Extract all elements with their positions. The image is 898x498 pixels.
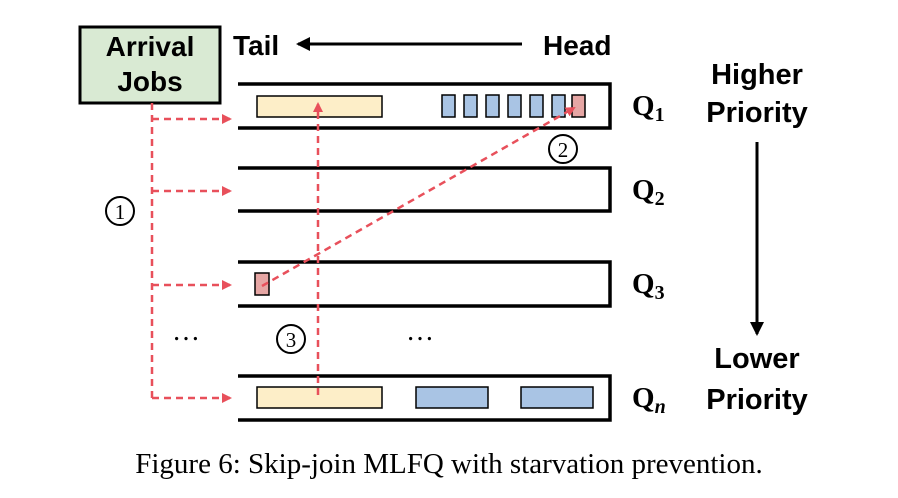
job-q1-blue-4 bbox=[507, 94, 522, 118]
job-qn-blue-1 bbox=[415, 386, 489, 409]
higher-priority-line2: Priority bbox=[706, 97, 808, 129]
queue-qn bbox=[238, 374, 612, 422]
arrival-jobs-box: Arrival Jobs bbox=[78, 25, 222, 105]
job-q1-yellow bbox=[256, 95, 383, 118]
head-label: Head bbox=[543, 30, 611, 61]
step-3-marker: 3 bbox=[276, 324, 306, 354]
job-qn-yellow bbox=[256, 386, 383, 409]
arrival-label-line2: Jobs bbox=[117, 66, 182, 97]
figure-caption: Figure 6: Skip-join MLFQ with starvation… bbox=[135, 448, 763, 480]
ellipsis-middle: … bbox=[406, 316, 434, 347]
step-3-label: 3 bbox=[286, 328, 297, 352]
ellipsis-left: … bbox=[172, 316, 200, 347]
lower-priority-line2: Priority bbox=[706, 384, 808, 416]
higher-priority-line1: Higher bbox=[711, 59, 803, 91]
job-qn-blue-2 bbox=[520, 386, 594, 409]
queue-q1 bbox=[238, 82, 612, 130]
job-q3-red bbox=[254, 272, 270, 296]
tail-label: Tail bbox=[233, 30, 279, 61]
mlfq-diagram: Arrival Jobs Tail Head Q1 Q2 Q3 Qn bbox=[78, 25, 808, 422]
queue-label-qn: Qn bbox=[632, 382, 666, 418]
queue-q3 bbox=[238, 260, 612, 308]
queue-label-q2: Q2 bbox=[632, 174, 665, 210]
queue-q2 bbox=[238, 166, 612, 213]
step-1-label: 1 bbox=[115, 200, 126, 224]
job-q1-red-head bbox=[571, 94, 586, 118]
queue-label-q3: Q3 bbox=[632, 268, 665, 304]
skip-join-arrow bbox=[261, 106, 576, 288]
job-q1-blue-1 bbox=[441, 94, 456, 118]
job-q1-blue-2 bbox=[463, 94, 478, 118]
arrival-label-line1: Arrival bbox=[106, 31, 195, 62]
job-q1-blue-6 bbox=[551, 94, 566, 118]
job-q1-blue-3 bbox=[485, 94, 500, 118]
job-q1-blue-5 bbox=[529, 94, 544, 118]
queue-label-q1: Q1 bbox=[632, 90, 665, 126]
step-1-marker: 1 bbox=[105, 196, 135, 226]
step-2-marker: 2 bbox=[548, 134, 578, 164]
step-2-label: 2 bbox=[558, 138, 569, 162]
arrival-dispatch-arrows bbox=[150, 103, 232, 403]
lower-priority-line1: Lower bbox=[714, 343, 799, 375]
